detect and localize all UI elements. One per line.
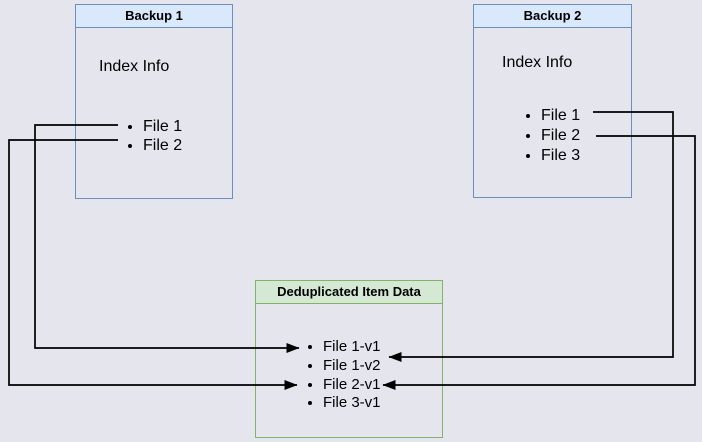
dedup-box: Deduplicated Item Data File 1-v1File 1-v… [255,280,443,438]
backup1-file-list: File 1File 2 [127,117,182,155]
dedup-title: Deduplicated Item Data [256,281,442,304]
file-list-item: File 1-v2 [323,357,381,376]
backup1-box: Backup 1 Index Info File 1File 2 [75,4,233,199]
file-list-item: File 2 [143,136,182,155]
file-list-item: File 2-v1 [323,376,381,395]
file-list-item: File 1 [541,106,580,126]
backup2-file-list: File 1File 2File 3 [525,106,580,166]
file-list-item: File 2 [541,126,580,146]
backup2-index-info-label: Index Info [502,54,573,71]
backup1-title: Backup 1 [76,5,232,28]
backup1-index-info-label: Index Info [99,58,170,75]
dedup-file-list: File 1-v1File 1-v2File 2-v1File 3-v1 [307,338,381,413]
file-list-item: File 3-v1 [323,394,381,413]
file-list-item: File 1 [143,117,182,136]
file-list-item: File 1-v1 [323,338,381,357]
backup2-box: Backup 2 Index Info File 1File 2File 3 [473,4,632,198]
file-list-item: File 3 [541,146,580,166]
backup2-title: Backup 2 [474,5,631,28]
